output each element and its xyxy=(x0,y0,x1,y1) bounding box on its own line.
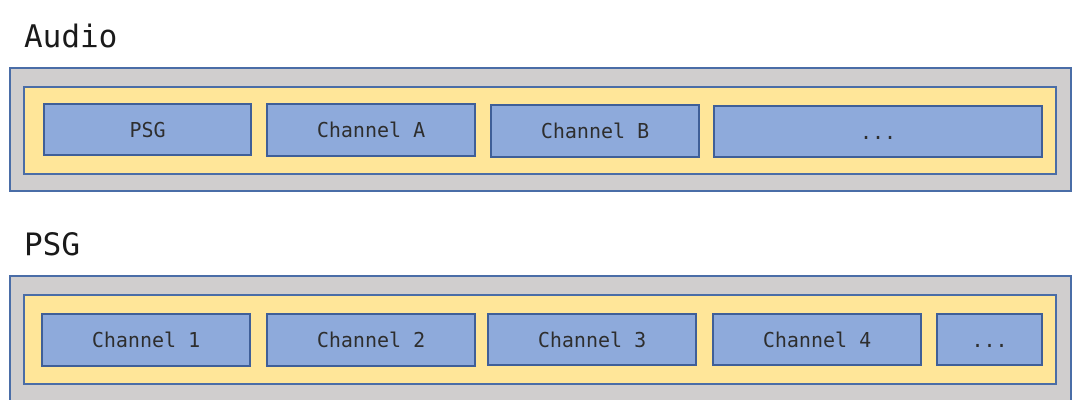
audio-heading: Audio xyxy=(24,19,118,55)
audio-item-channel-a: Channel A xyxy=(266,103,476,157)
audio-item-more: ... xyxy=(713,105,1043,158)
audio-item-channel-b: Channel B xyxy=(490,104,700,158)
psg-item-channel-3: Channel 3 xyxy=(487,313,697,366)
psg-heading: PSG xyxy=(24,227,80,263)
psg-item-more: ... xyxy=(936,313,1043,366)
psg-item-channel-4: Channel 4 xyxy=(712,313,922,366)
audio-item-psg: PSG xyxy=(43,103,252,156)
psg-item-channel-2: Channel 2 xyxy=(266,313,476,367)
psg-item-channel-1: Channel 1 xyxy=(41,313,251,367)
